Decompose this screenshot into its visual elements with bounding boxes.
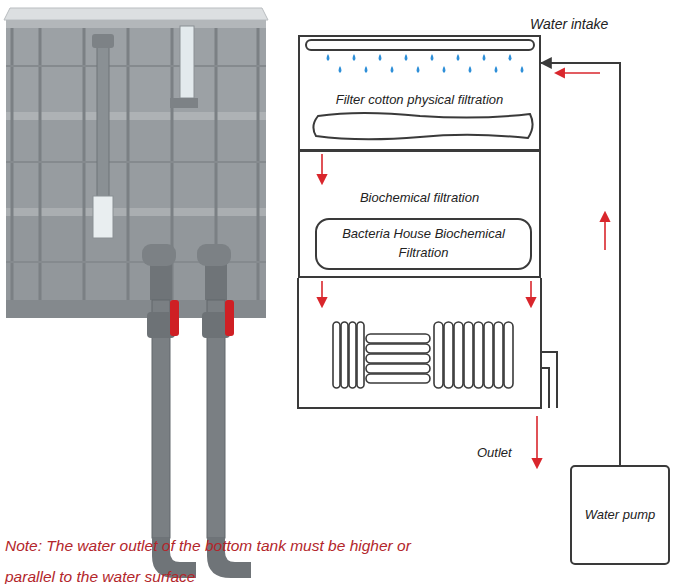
pipe-fitting — [170, 98, 198, 108]
valve-handle — [225, 300, 234, 336]
crate-bands — [6, 66, 266, 262]
pipe-elbow — [197, 244, 231, 266]
bacteria-house: Bacteria House Biochemical Filtration — [315, 218, 532, 270]
crate-ribs — [12, 28, 258, 316]
filter-cotton — [313, 113, 532, 139]
clear-tube — [93, 196, 113, 238]
node-text: Water pump — [585, 506, 656, 525]
valve-handle — [170, 300, 179, 336]
bottom-tank — [298, 278, 541, 408]
pump-box: Water pump — [570, 465, 670, 565]
node-text: Biochemical filtration — [360, 189, 479, 208]
water-droplets — [327, 54, 524, 73]
filter-tank: Filter cotton physical filtration — [298, 35, 541, 151]
filter-box-photo — [4, 8, 268, 578]
pipe-label: Outlet — [477, 445, 512, 460]
crate-top — [6, 20, 266, 112]
node-text: Bacteria House Biochemical Filtration — [324, 225, 524, 263]
outlet-pipe — [541, 352, 557, 408]
lid — [4, 8, 268, 20]
crate-middle — [6, 112, 266, 208]
bio-media — [333, 322, 513, 388]
pipe-fitting — [92, 34, 114, 48]
flow-arrows — [322, 73, 605, 467]
pipe-label: Water intake — [530, 16, 608, 32]
crate-rim — [6, 112, 266, 120]
crate-rim — [6, 208, 266, 216]
spray-bar — [306, 40, 534, 50]
filter-tank: Biochemical filtrationBacteria House Bio… — [298, 150, 541, 278]
node-text: Filter cotton physical filtration — [336, 91, 504, 110]
clear-tube — [180, 26, 194, 98]
crate-rim — [6, 20, 266, 28]
note-text: Note: The water outlet of the bottom tan… — [5, 530, 457, 584]
pipe-elbow — [142, 244, 176, 266]
pipe-connector — [541, 63, 620, 465]
